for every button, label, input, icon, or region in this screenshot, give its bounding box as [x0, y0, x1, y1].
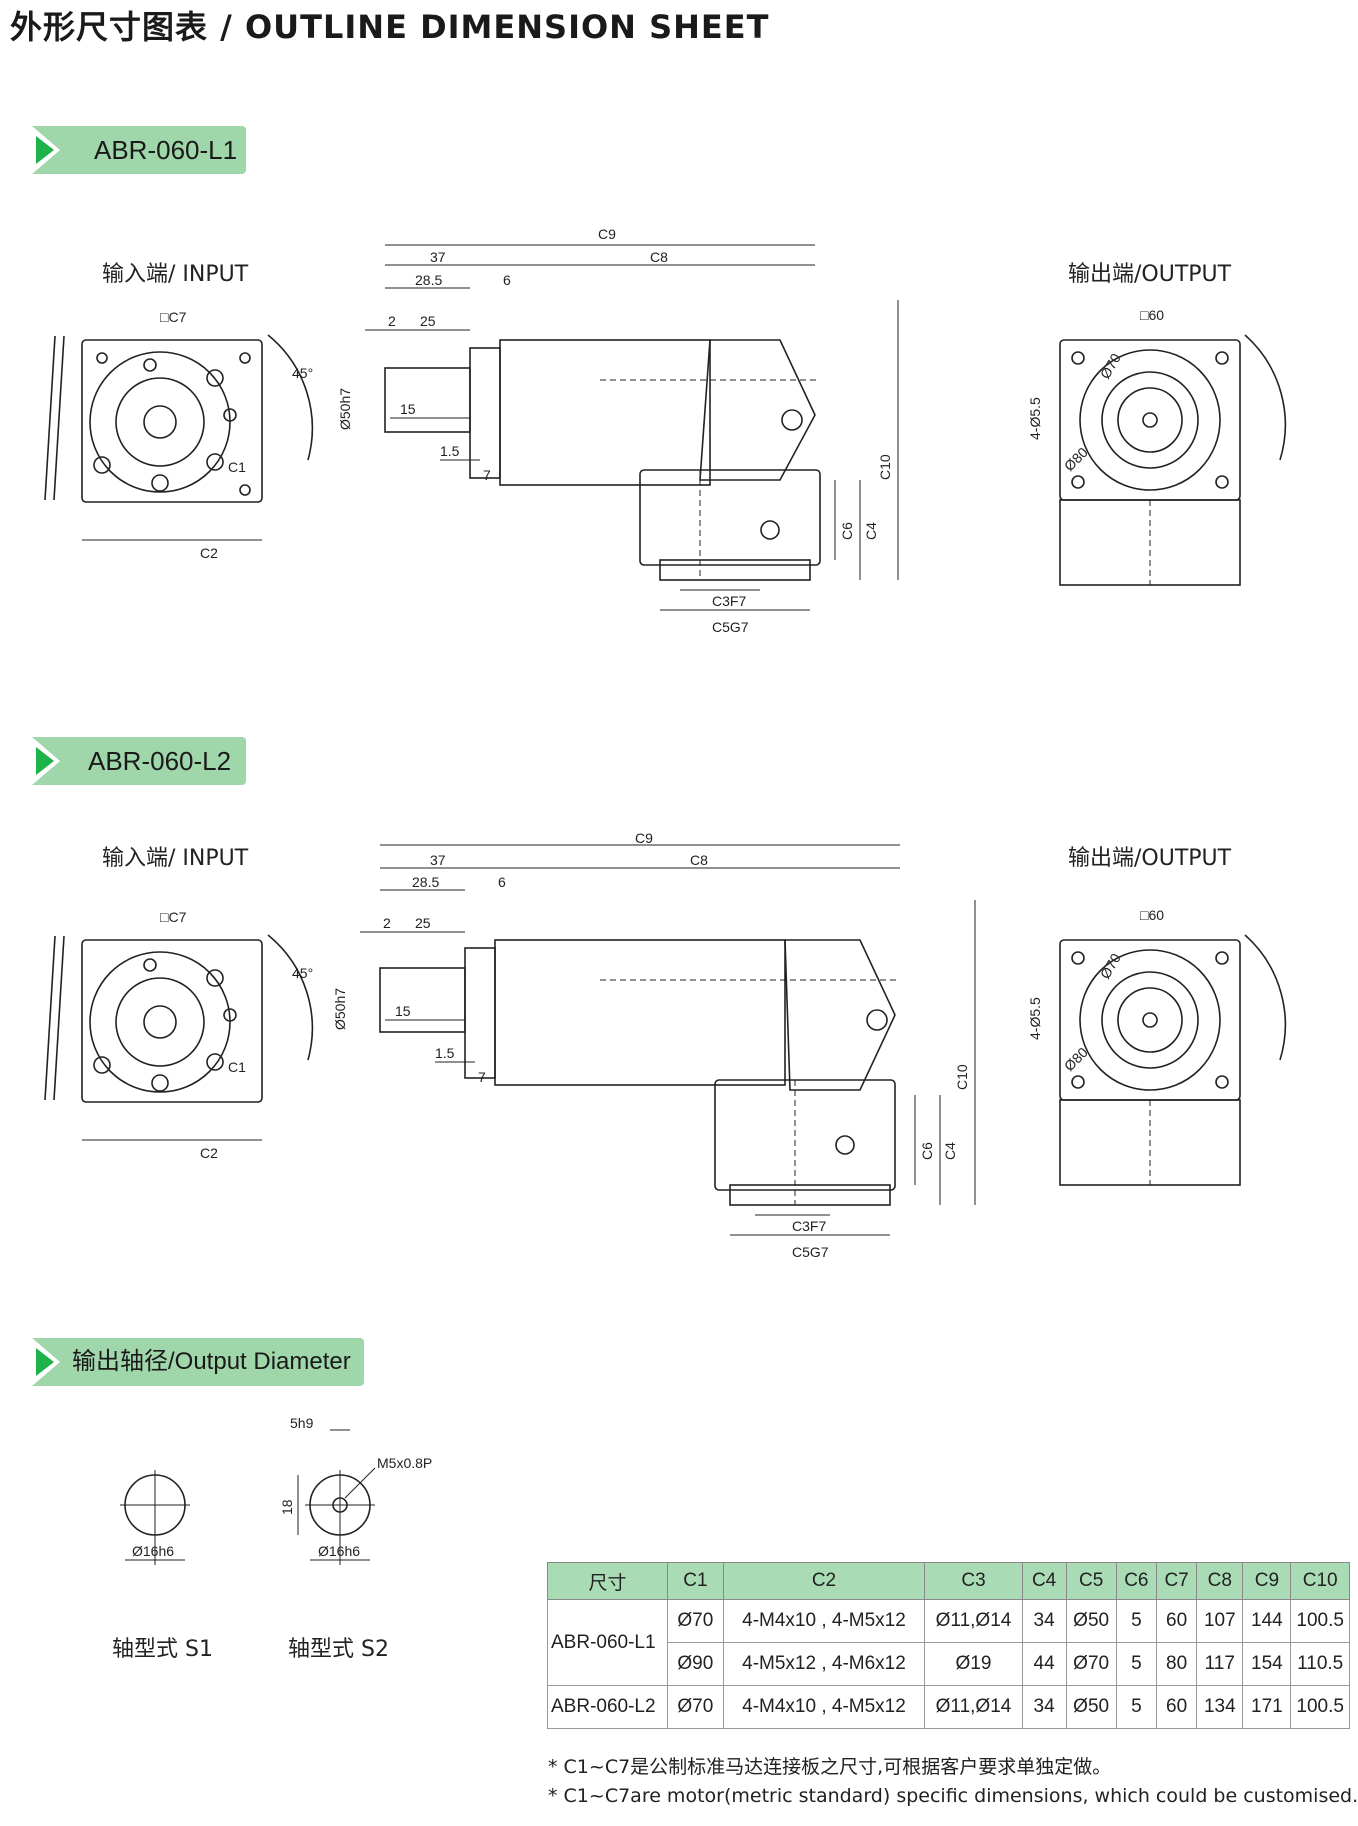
- out-dim-sq: □60: [1140, 307, 1164, 323]
- page-title: 外形尺寸图表 / OUTLINE DIMENSION SHEET: [10, 8, 770, 46]
- section-label: 输出轴径/Output Diameter: [72, 1348, 351, 1375]
- spec-table: 尺寸 C1 C2 C3 C4 C5 C6 C7 C8 C9 C10 ABR-06…: [546, 1562, 1350, 1729]
- s2-thread: M5x0.8P: [377, 1455, 432, 1471]
- section-tag-l2: ABR-060-L2: [32, 737, 246, 785]
- chevron-right-icon: [36, 136, 54, 164]
- svg-text:C4: C4: [942, 1142, 958, 1160]
- svg-text:Ø70: Ø70: [1097, 950, 1124, 981]
- input-flange: [81, 339, 263, 503]
- svg-text:□C7: □C7: [160, 909, 187, 925]
- svg-text:1.5: 1.5: [435, 1045, 455, 1061]
- table-header-row: 尺寸 C1 C2 C3 C4 C5 C6 C7 C8 C9 C10: [546, 1562, 1350, 1600]
- svg-text:C1: C1: [228, 1059, 246, 1075]
- svg-text:C6: C6: [919, 1142, 935, 1160]
- dim-angle: 45°: [292, 365, 313, 381]
- svg-text:□60: □60: [1140, 907, 1164, 923]
- section-label: ABR-060-L1: [94, 135, 238, 165]
- dim-37: 37: [430, 249, 446, 265]
- dim-c9: C9: [598, 226, 616, 242]
- footnote-cn: * C1~C7是公制标准马达连接板之尺寸,可根据客户要求单独定做。: [548, 1756, 1112, 1778]
- s1-dia: Ø16h6: [132, 1543, 174, 1559]
- dim-c1: C1: [228, 459, 246, 475]
- svg-text:C8: C8: [690, 852, 708, 868]
- svg-text:C2: C2: [200, 1145, 218, 1161]
- section-tag-l1: ABR-060-L1: [32, 126, 246, 174]
- svg-text:2: 2: [383, 915, 391, 931]
- svg-text:37: 37: [430, 852, 446, 868]
- input-view-label: 输入端/ INPUT: [102, 846, 249, 871]
- output-view-label: 输出端/OUTPUT: [1068, 846, 1232, 871]
- svg-text:C5G7: C5G7: [792, 1244, 829, 1260]
- dim-c10: C10: [877, 454, 893, 480]
- svg-text:Ø50h7: Ø50h7: [332, 988, 348, 1030]
- shaft-type-s2: 轴型式 S2: [288, 1637, 389, 1662]
- s2-key: 5h9: [290, 1415, 314, 1431]
- svg-text:6: 6: [498, 874, 506, 890]
- drawing-abr-060-l1: 输入端/ INPUT 输出端/OUTPUT □C7 C1 C2 45°: [0, 226, 1350, 720]
- s2-dia: Ø16h6: [318, 1543, 360, 1559]
- dim-c2: C2: [200, 545, 218, 561]
- svg-text:7: 7: [478, 1069, 486, 1085]
- svg-text:C10: C10: [954, 1064, 970, 1090]
- chevron-right-icon: [36, 1348, 54, 1376]
- out-dim-phi70: Ø70: [1097, 350, 1124, 381]
- dim-2: 2: [388, 313, 396, 329]
- dim-c5: C5G7: [712, 619, 749, 635]
- section-label: ABR-060-L2: [88, 746, 232, 776]
- dim-25: 25: [420, 313, 436, 329]
- svg-text:C3F7: C3F7: [792, 1218, 826, 1234]
- svg-text:C9: C9: [635, 830, 653, 846]
- s2-height: 18: [279, 1499, 295, 1515]
- dim-c3: C3F7: [712, 593, 746, 609]
- svg-text:45°: 45°: [292, 965, 313, 981]
- shaft-svg: Ø16h6 Ø16h6 5h9 18 M5x0.8P: [120, 1415, 432, 1565]
- drawing-svg-l2: □C7 C1 C2 45° C9 C8 37 28.5 6 2 25: [44, 830, 1287, 1260]
- dim-28-5: 28.5: [415, 272, 442, 288]
- svg-text:4-Ø5.5: 4-Ø5.5: [1027, 997, 1043, 1040]
- drawing-abr-060-l2: 输入端/ INPUT 输出端/OUTPUT □C7 C1 C2 45°: [0, 830, 1350, 1330]
- out-dim-holes: 4-Ø5.5: [1027, 397, 1043, 440]
- dim-15: 15: [400, 401, 416, 417]
- shaft-type-s1: 轴型式 S1: [112, 1637, 213, 1662]
- svg-text:28.5: 28.5: [412, 874, 439, 890]
- dim-c4: C4: [863, 522, 879, 540]
- dim-phi50: Ø50h7: [337, 388, 353, 430]
- dim-6: 6: [503, 272, 511, 288]
- section-tag-output-diameter: 输出轴径/Output Diameter: [32, 1338, 364, 1386]
- chevron-right-icon: [36, 747, 54, 775]
- dim-c8: C8: [650, 249, 668, 265]
- input-view-label: 输入端/ INPUT: [102, 262, 249, 287]
- svg-text:25: 25: [415, 915, 431, 931]
- dim-c6: C6: [839, 522, 855, 540]
- shaft-drawings: Ø16h6 Ø16h6 5h9 18 M5x0.8P: [0, 1415, 520, 1720]
- output-view-label: 输出端/OUTPUT: [1068, 262, 1232, 287]
- svg-text:15: 15: [395, 1003, 411, 1019]
- dim-7: 7: [483, 467, 491, 483]
- dim-c7: □C7: [160, 309, 187, 325]
- dim-1-5: 1.5: [440, 443, 460, 459]
- footnote-en: * C1~C7are motor(metric standard) specif…: [548, 1785, 1358, 1807]
- drawing-svg-l1: □C7 C1 C2 45° C9 C8 37 28.5 6 2: [44, 226, 1287, 635]
